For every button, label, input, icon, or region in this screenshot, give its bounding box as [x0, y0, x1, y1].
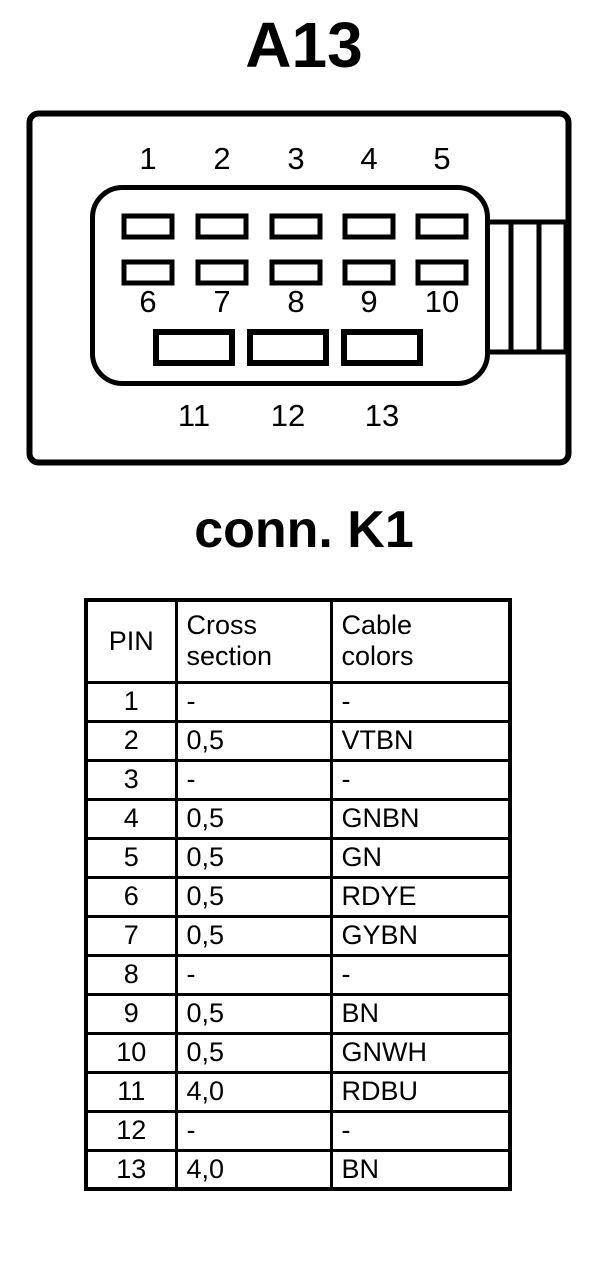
- pin-label-4: 4: [360, 141, 378, 176]
- cell-cross-section: 0,5: [174, 836, 333, 879]
- cell-cable-color: RDBU: [329, 1070, 512, 1113]
- cell-cable-color: BN: [329, 992, 512, 1035]
- cell-cable-color: GNBN: [329, 797, 512, 840]
- pin-slot-5: [415, 213, 469, 240]
- pin-slot-1: [121, 213, 175, 240]
- pin-label-12: 12: [270, 398, 306, 433]
- cell-cross-section: 0,5: [174, 992, 333, 1035]
- cell-pin: 2: [84, 719, 178, 762]
- cell-pin: 1: [84, 680, 178, 723]
- cell-cable-color: BN: [329, 1148, 512, 1191]
- cell-pin: 10: [84, 1031, 178, 1074]
- cell-cross-section: -: [174, 1109, 333, 1152]
- table-row: 8--: [84, 953, 512, 996]
- cell-cross-section: 0,5: [174, 875, 333, 918]
- cell-cable-color: -: [329, 680, 512, 723]
- cell-cable-color: -: [329, 953, 512, 996]
- pin-slot-12: [247, 329, 329, 366]
- cell-cable-color: RDYE: [329, 875, 512, 918]
- connector-latch-block: [480, 219, 569, 355]
- pin-label-10: 10: [424, 284, 460, 319]
- cell-pin: 11: [84, 1070, 178, 1113]
- pin-slot-13: [341, 329, 423, 366]
- cell-pin: 12: [84, 1109, 178, 1152]
- cell-cable-color: GYBN: [329, 914, 512, 957]
- pin-label-2: 2: [213, 141, 231, 176]
- cell-cross-section: -: [174, 758, 333, 801]
- connector-diagram: 1 2 3 4 5 6 7 8 9 10 11 12 13: [26, 110, 572, 466]
- pin-slot-10: [415, 259, 469, 286]
- cell-cable-color: -: [329, 1109, 512, 1152]
- pin-label-5: 5: [433, 141, 451, 176]
- pin-slot-row-bottom: [153, 329, 423, 366]
- pin-slot-row-middle: [121, 259, 469, 286]
- cell-pin: 8: [84, 953, 178, 996]
- table-row: 3--: [84, 758, 512, 801]
- cell-pin: 7: [84, 914, 178, 957]
- cell-cross-section: 0,5: [174, 719, 333, 762]
- header-cross-section-line2: section: [186, 641, 273, 672]
- header-cable-colors-line2: colors: [341, 641, 414, 672]
- header-pin: PIN: [84, 598, 178, 684]
- cell-cross-section: 4,0: [174, 1070, 333, 1113]
- pin-label-6: 6: [139, 284, 157, 319]
- table-header-row: PIN Cross section Cable colors: [84, 598, 512, 684]
- cell-cross-section: 0,5: [174, 1031, 333, 1074]
- pin-slot-7: [195, 259, 249, 286]
- cell-cross-section: 4,0: [174, 1148, 333, 1191]
- pin-label-9: 9: [360, 284, 378, 319]
- cell-pin: 13: [84, 1148, 178, 1191]
- pin-slot-row-top: [121, 213, 469, 240]
- cell-cross-section: -: [174, 680, 333, 723]
- pin-slot-8: [269, 259, 323, 286]
- table-row: 12--: [84, 1109, 512, 1152]
- header-cross-section: Cross section: [174, 598, 333, 684]
- pin-label-3: 3: [287, 141, 305, 176]
- pin-slot-11: [153, 329, 235, 366]
- cell-pin: 9: [84, 992, 178, 1035]
- cell-pin: 6: [84, 875, 178, 918]
- cell-cable-color: GN: [329, 836, 512, 879]
- pin-slot-2: [195, 213, 249, 240]
- page-title: A13: [245, 9, 363, 81]
- pin-label-11: 11: [177, 398, 211, 433]
- table-row: 1--: [84, 680, 512, 723]
- cell-pin: 4: [84, 797, 178, 840]
- header-cable-colors: Cable colors: [329, 598, 512, 684]
- pin-label-13: 13: [364, 398, 400, 433]
- cell-cable-color: GNWH: [329, 1031, 512, 1074]
- pin-slot-3: [269, 213, 323, 240]
- header-cross-section-line1: Cross: [186, 610, 258, 641]
- cell-pin: 5: [84, 836, 178, 879]
- cell-cable-color: VTBN: [329, 719, 512, 762]
- header-cable-colors-line1: Cable: [341, 610, 413, 641]
- cell-pin: 3: [84, 758, 178, 801]
- pin-slot-6: [121, 259, 175, 286]
- pin-label-8: 8: [287, 284, 305, 319]
- cell-cross-section: 0,5: [174, 914, 333, 957]
- pin-label-1: 1: [139, 141, 157, 176]
- pin-label-7: 7: [213, 284, 231, 319]
- table-title: conn. K1: [194, 501, 414, 559]
- cell-cross-section: 0,5: [174, 797, 333, 840]
- pin-slot-4: [342, 213, 396, 240]
- cell-cross-section: -: [174, 953, 333, 996]
- cell-cable-color: -: [329, 758, 512, 801]
- pin-slot-9: [342, 259, 396, 286]
